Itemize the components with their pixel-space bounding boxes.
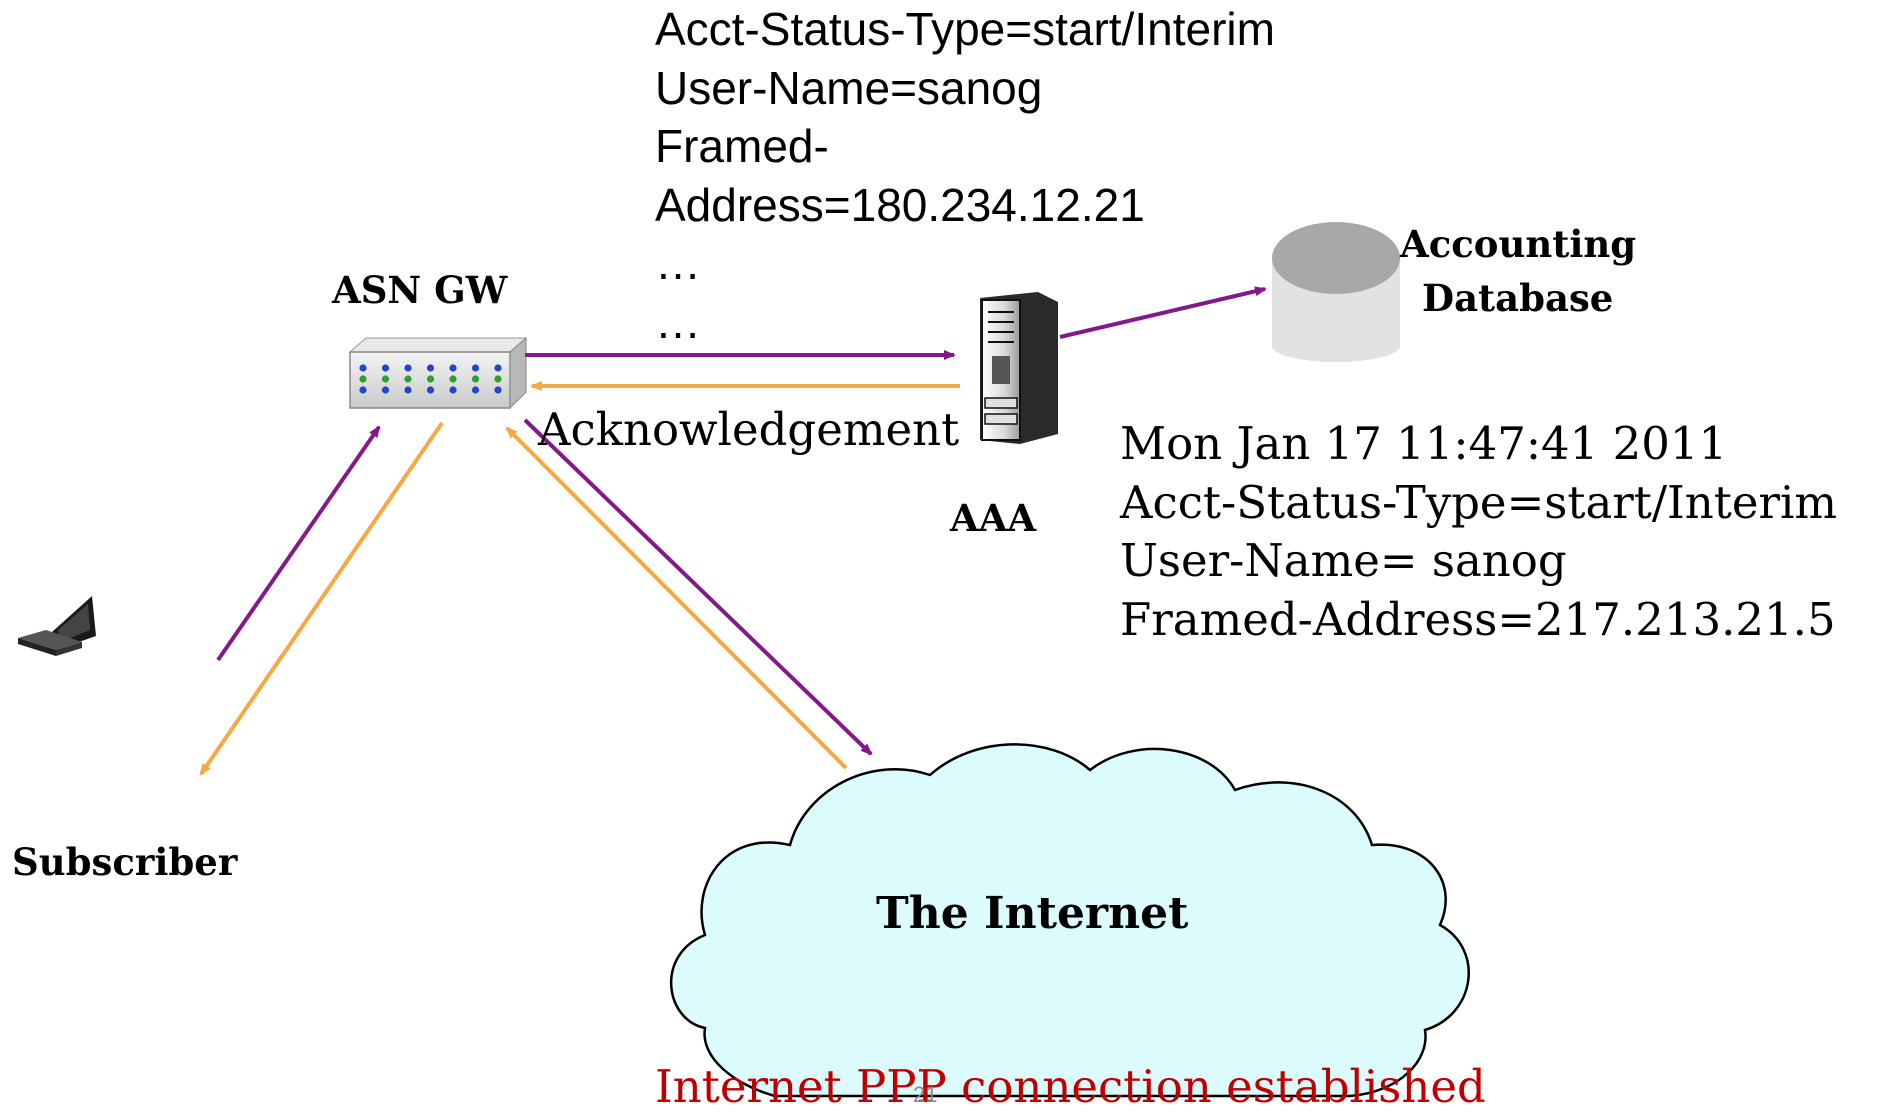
switch-port-led xyxy=(359,375,367,383)
accounting-request-line: Address=180.234.12.21 xyxy=(655,178,1145,231)
switch-port-led xyxy=(471,364,480,372)
database-cylinder-icon xyxy=(1272,222,1400,362)
asn-gw-label: ASN GW xyxy=(332,268,508,312)
arrow-internet-to-gw xyxy=(505,426,848,770)
accounting-database-label-line1: Accounting xyxy=(1400,222,1637,266)
switch-port-led xyxy=(404,386,412,394)
accounting-record-line: User-Name= sanog xyxy=(1120,534,1567,587)
switch-port-led xyxy=(404,364,412,372)
switch-port-led xyxy=(449,375,457,383)
switch-port-led xyxy=(426,364,435,372)
accounting-request-line: Acct-Status-Type=start/Interim xyxy=(655,3,1275,55)
switch-port-led xyxy=(426,375,435,383)
server-tower-icon xyxy=(980,292,1058,444)
switch-port-led xyxy=(471,386,480,394)
switch-port-led xyxy=(494,375,502,383)
switch-port-led xyxy=(359,386,367,394)
arrow-gw-to-subscriber xyxy=(199,421,444,776)
laptop-icon xyxy=(18,596,96,656)
switch-port-led xyxy=(449,364,457,372)
switch-port-led xyxy=(449,386,457,394)
arrow-gw-to-internet xyxy=(523,418,873,756)
accounting-record-line: Acct-Status-Type=start/Interim xyxy=(1120,475,1838,529)
accounting-record-line: Mon Jan 17 11:47:41 2011 xyxy=(1120,417,1728,470)
switch-port-led xyxy=(404,375,412,383)
switch-port-led xyxy=(426,386,435,394)
accounting-request-line: User-Name=sanog xyxy=(655,61,1043,114)
subscriber-label: Subscriber xyxy=(12,840,238,884)
switch-port-led xyxy=(381,364,390,372)
switch-port-led xyxy=(381,386,390,394)
acknowledgement-label: Acknowledgement xyxy=(538,403,960,456)
switch-port-led xyxy=(494,386,502,394)
accounting-request-line: … xyxy=(655,237,701,289)
switch-port-led xyxy=(494,364,502,372)
arrow-subscriber-to-gw xyxy=(216,425,381,662)
accounting-request-line: Framed- xyxy=(655,120,829,172)
switch-port-led xyxy=(359,364,367,372)
switch-port-led xyxy=(471,375,480,383)
gateway-switch-icon xyxy=(348,336,528,410)
switch-port-led xyxy=(381,375,390,383)
ppp-status-text: Internet PPP connection established xyxy=(655,1060,1486,1113)
arrow-aaa-to-database xyxy=(1059,286,1267,339)
page-number: 21 xyxy=(913,1082,938,1107)
accounting-record-line: Framed-Address=217.213.21.5 xyxy=(1120,592,1836,646)
internet-cloud-shape xyxy=(669,743,1470,1098)
aaa-label: AAA xyxy=(950,496,1037,540)
internet-label: The Internet xyxy=(876,888,1189,939)
accounting-database-label-line2: Database xyxy=(1422,276,1614,320)
accounting-request-line: … xyxy=(655,295,701,348)
